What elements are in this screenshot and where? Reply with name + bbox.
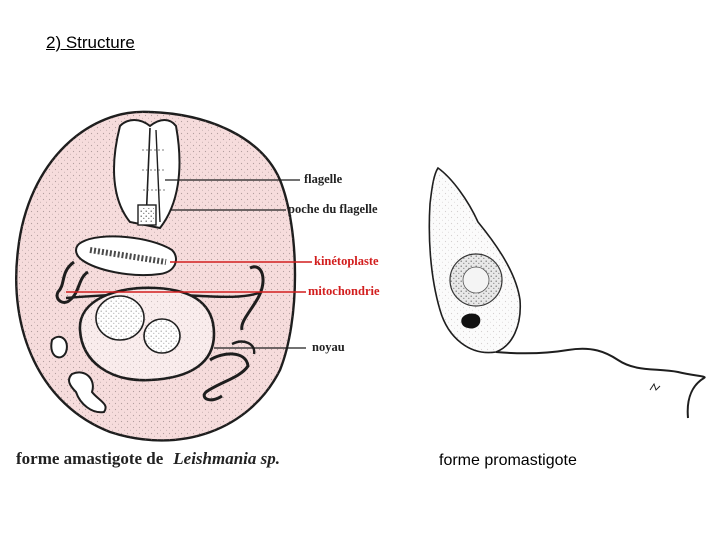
- caption-promastigote: forme promastigote: [439, 452, 577, 470]
- caption-amastigote-prefix: forme amastigote de: [16, 449, 163, 468]
- label-noyau: noyau: [312, 340, 345, 355]
- label-kinetoplaste: kinétoplaste: [314, 254, 379, 269]
- label-mitochondrie: mitochondrie: [308, 284, 380, 299]
- flagellar-pocket: [114, 120, 179, 228]
- nucleus: [80, 288, 214, 380]
- promastigote-cell: [429, 168, 704, 418]
- caption-amastigote-genus: Leishmania sp.: [173, 449, 280, 468]
- amastigote-cell: [16, 112, 295, 441]
- label-poche-du-flagelle: poche du flagelle: [288, 202, 378, 217]
- caption-amastigote: forme amastigote de Leishmania sp.: [16, 449, 280, 469]
- label-flagelle: flagelle: [304, 172, 342, 187]
